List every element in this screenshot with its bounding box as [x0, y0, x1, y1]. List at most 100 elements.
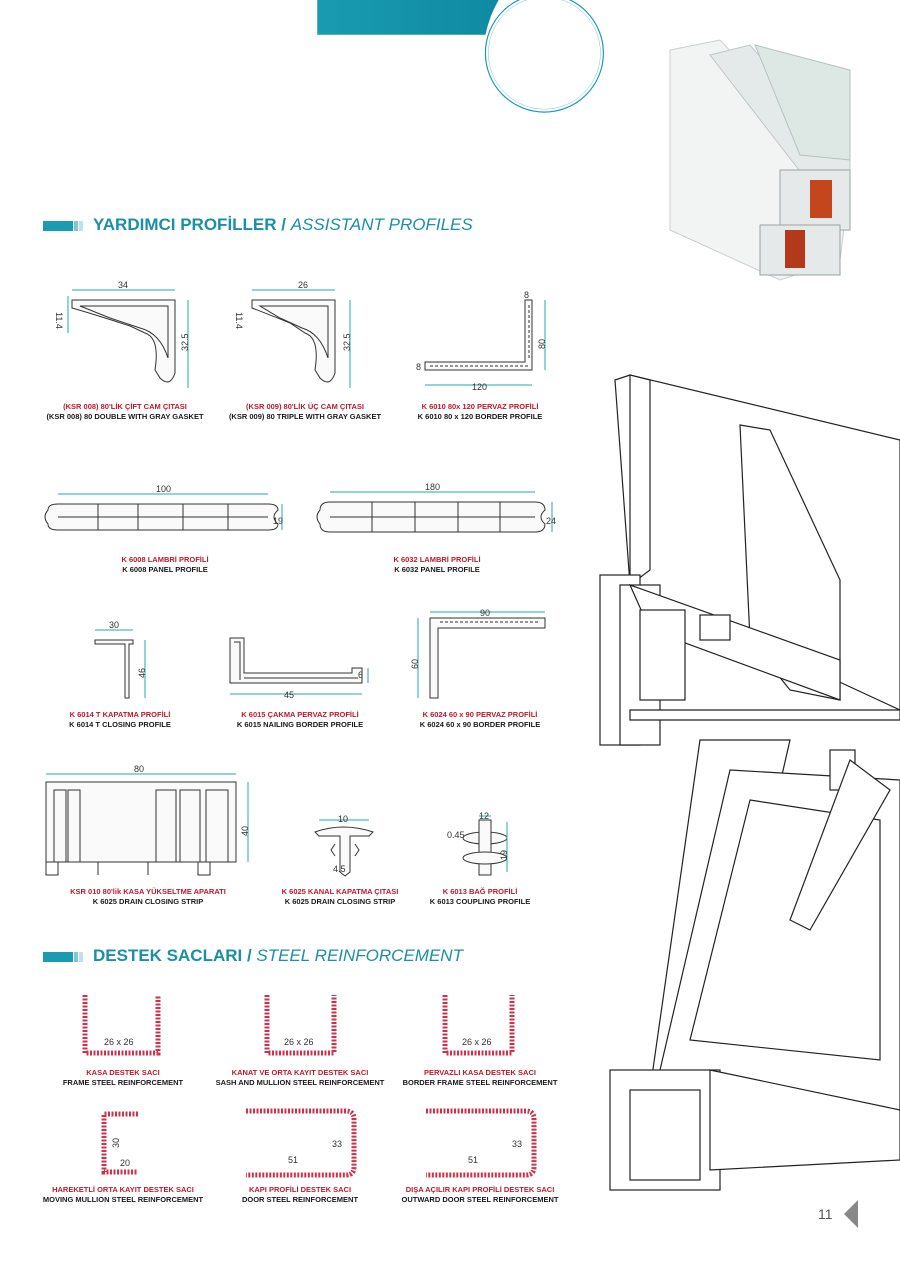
caption-tr: K 6015 ÇAKMA PERVAZ PROFİLİ: [241, 710, 359, 719]
profile-drawing-ksr009: 26 11.4 32.5: [234, 280, 352, 388]
dim-label: 60: [410, 659, 420, 669]
dim-label: 51: [468, 1155, 478, 1165]
dim-label: 32.5: [180, 333, 190, 351]
steel-drawing-border-frame: 26 x 26: [442, 995, 515, 1056]
dim-label: 8: [524, 290, 529, 300]
caption-ksr009: (KSR 009) 80'LİK ÜÇ CAM ÇITASI (KSR 009)…: [220, 402, 390, 422]
caption-en: MOVING MULLION STEEL REINFORCEMENT: [42, 1195, 204, 1204]
dim-label: 24: [546, 516, 556, 526]
caption-k6032: K 6032 LAMBRİ PROFİLİ K 6032 PANEL PROFI…: [352, 555, 522, 575]
dim-label: 19: [273, 516, 283, 526]
caption-k6025: K 6025 KANAL KAPATMA ÇITASI K 6025 DRAIN…: [255, 887, 425, 907]
page-title: Excellent Series: [44, 42, 403, 93]
caption-steel-moving-mullion: HAREKETLİ ORTA KAYIT DESTEK SACI MOVING …: [38, 1185, 208, 1205]
dim-label: 11.4: [54, 312, 64, 329]
caption-en: K 6014 T CLOSING PROFILE: [69, 720, 171, 729]
dim-label: 120: [472, 382, 487, 392]
caption-en: DOOR STEEL REINFORCEMENT: [241, 1195, 359, 1204]
caption-en: K 6032 PANEL PROFILE: [394, 565, 480, 574]
caption-en: FRAME STEEL REINFORCEMENT: [62, 1078, 184, 1087]
dim-label: 80: [537, 339, 547, 349]
caption-en: (KSR 008) 80 DOUBLE WITH GRAY GASKET: [46, 412, 204, 421]
dim-label: 26 x 26: [462, 1037, 492, 1047]
heading-tr: YARDIMCI PROFİLLER: [93, 215, 277, 234]
dim-label: 19: [499, 850, 509, 860]
caption-k6014: K 6014 T KAPATMA PROFİLİ K 6014 T CLOSIN…: [35, 710, 205, 730]
dim-label: 26: [298, 280, 308, 290]
caption-en: K 6024 60 x 90 BORDER PROFILE: [419, 720, 541, 729]
dim-label: 33: [512, 1139, 522, 1149]
steel-drawing-frame: 26 x 26: [82, 995, 161, 1056]
dim-label: 4.5: [333, 864, 346, 874]
profile-drawing-ksr008: 34 11.4 32.5: [54, 280, 190, 388]
heading-bar-icon: [43, 951, 83, 962]
window-section-drawing: [599, 374, 900, 1191]
caption-tr: DIŞA AÇILIR KAPI PROFİLİ DESTEK SACI: [405, 1185, 555, 1194]
profile-drawing-k6015: 45 6: [229, 637, 369, 700]
heading-en: STEEL REINFORCEMENT: [256, 946, 463, 965]
dim-label: 20: [120, 1158, 130, 1168]
profile-drawing-k6024: 90 60: [410, 608, 546, 699]
dim-label: 26 x 26: [104, 1037, 134, 1047]
dim-label: 45: [284, 690, 294, 700]
caption-tr: KASA DESTEK SACI: [86, 1068, 160, 1077]
steel-drawing-door: 51 33: [246, 1108, 357, 1178]
dim-label: 6: [358, 670, 363, 680]
caption-tr: PERVAZLI KASA DESTEK SACI: [424, 1068, 536, 1077]
caption-k6010: K 6010 80x 120 PERVAZ PROFİLİ K 6010 80 …: [395, 402, 565, 422]
caption-k6008: K 6008 LAMBRİ PROFİLİ K 6008 PANEL PROFI…: [80, 555, 250, 575]
dim-label: 46: [137, 668, 147, 678]
profile-drawing-k6013: 12 0.45 19: [447, 811, 509, 876]
caption-tr: KAPI PROFİLİ DESTEK SACI: [248, 1185, 352, 1194]
caption-tr: K 6013 BAĞ PROFİLİ: [442, 887, 518, 896]
heading-sep: /: [242, 946, 257, 965]
profile-drawing-ksr010: 80 40: [45, 764, 250, 876]
dim-label: 100: [156, 484, 171, 494]
caption-k6015: K 6015 ÇAKMA PERVAZ PROFİLİ K 6015 NAILI…: [215, 710, 385, 730]
caption-en: K 6015 NAILING BORDER PROFILE: [236, 720, 364, 729]
caption-tr: K 6032 LAMBRİ PROFİLİ: [393, 555, 481, 564]
dim-label: 34: [118, 280, 128, 290]
heading-sep: /: [276, 215, 291, 234]
caption-tr: (KSR 009) 80'LİK ÜÇ CAM ÇITASI: [246, 402, 364, 411]
caption-ksr008: (KSR 008) 80'LİK ÇİFT CAM ÇITASI (KSR 00…: [40, 402, 210, 422]
caption-k6024: K 6024 60 x 90 PERVAZ PROFİLİ K 6024 60 …: [395, 710, 565, 730]
caption-tr: (KSR 008) 80'LİK ÇİFT CAM ÇITASI: [63, 402, 187, 411]
profile-drawing-k6032: 180 24: [316, 482, 556, 533]
dim-label: 8: [416, 362, 421, 372]
profile-drawing-k6014: 30 46: [94, 620, 147, 699]
dim-label: 80: [134, 764, 144, 774]
caption-k6013: K 6013 BAĞ PROFİLİ K 6013 COUPLING PROFI…: [395, 887, 565, 907]
profile-drawing-k6008: 100 19: [44, 484, 283, 531]
dim-label: 10: [338, 814, 348, 824]
caption-tr: K 6024 60 x 90 PERVAZ PROFİLİ: [422, 710, 538, 719]
dim-label: 180: [425, 482, 440, 492]
caption-en: K 6025 DRAIN CLOSING STRIP: [92, 897, 204, 906]
caption-en: SASH AND MULLION STEEL REINFORCEMENT: [215, 1078, 385, 1087]
caption-steel-door: KAPI PROFİLİ DESTEK SACI DOOR STEEL REIN…: [215, 1185, 385, 1205]
profile-drawing-k6025: 10 4.5: [314, 814, 374, 877]
dim-label: 33: [332, 1139, 342, 1149]
caption-steel-outward-door: DIŞA AÇILIR KAPI PROFİLİ DESTEK SACI OUT…: [395, 1185, 565, 1205]
section-heading-steel: DESTEK SACLARI / STEEL REINFORCEMENT: [43, 946, 463, 966]
dim-label: 32.5: [342, 333, 352, 351]
section-heading-assistant: YARDIMCI PROFİLLER / ASSISTANT PROFILES: [43, 215, 473, 235]
caption-en: OUTWARD DOOR STEEL REINFORCEMENT: [401, 1195, 559, 1204]
caption-en: BORDER FRAME STEEL REINFORCEMENT: [402, 1078, 558, 1087]
dim-label: 51: [288, 1155, 298, 1165]
caption-tr: K 6008 LAMBRİ PROFİLİ: [121, 555, 209, 564]
dim-label: 90: [480, 608, 490, 618]
dim-label: 30: [109, 620, 119, 630]
steel-drawing-sash: 26 x 26: [264, 995, 337, 1056]
caption-steel-sash: KANAT VE ORTA KAYIT DESTEK SACI SASH AND…: [215, 1068, 385, 1088]
dim-label: 12: [479, 811, 489, 821]
caption-tr: HAREKETLİ ORTA KAYIT DESTEK SACI: [52, 1185, 194, 1194]
window-corner-image: [669, 39, 851, 281]
caption-en: K 6025 DRAIN CLOSING STRIP: [284, 897, 396, 906]
dim-label: 30: [111, 1138, 121, 1148]
page-number: 11: [818, 1206, 833, 1222]
caption-steel-frame: KASA DESTEK SACI FRAME STEEL REINFORCEME…: [38, 1068, 208, 1088]
caption-tr: KANAT VE ORTA KAYIT DESTEK SACI: [231, 1068, 369, 1077]
header-band: [317, 0, 604, 113]
steel-drawing-moving-mullion: 30 20: [101, 1111, 138, 1175]
